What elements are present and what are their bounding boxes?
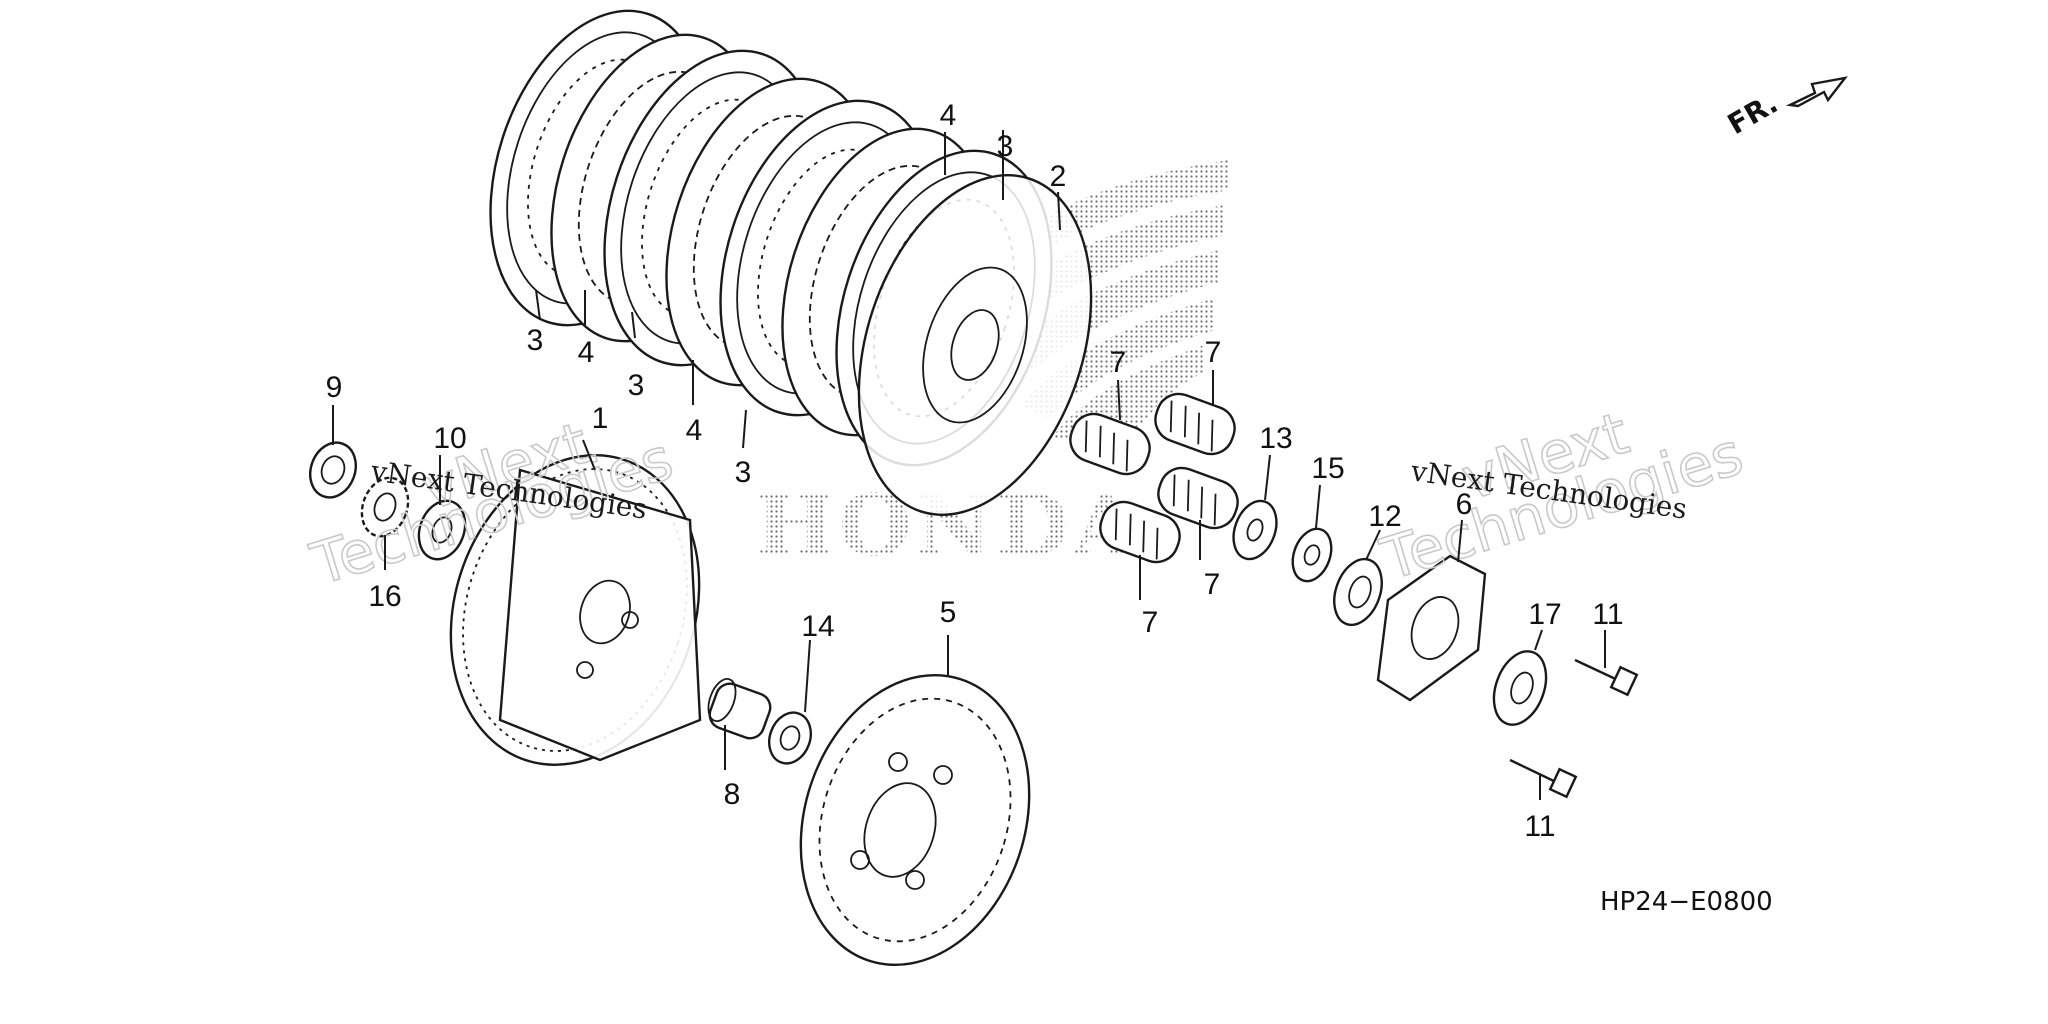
pressure-plate (799, 673, 1031, 967)
clutch-center (857, 174, 1093, 516)
callout-7-d: 7 (1142, 606, 1159, 639)
spline-washer-16 (360, 476, 410, 538)
washer-14 (768, 711, 812, 765)
callout-16: 16 (368, 580, 401, 613)
callout-4-b: 4 (686, 414, 703, 447)
callout-17: 17 (1528, 598, 1561, 631)
callout-10: 10 (433, 422, 466, 455)
bushing-9 (309, 441, 357, 499)
washer-15 (1291, 527, 1333, 583)
leader-lines (332, 130, 1606, 800)
bolt-11-lower (1509, 758, 1578, 799)
clutch-spring (1157, 466, 1239, 530)
front-direction-label: FR. (1722, 87, 1783, 142)
callout-6: 6 (1456, 488, 1473, 521)
clutch-spring (1154, 392, 1236, 456)
callout-7-b: 7 (1205, 336, 1222, 369)
callout-7-c: 7 (1204, 568, 1221, 601)
callout-5: 5 (940, 596, 957, 629)
callout-2: 2 (1050, 160, 1067, 193)
callout-14: 14 (801, 610, 834, 643)
callout-13: 13 (1259, 422, 1292, 455)
callout-3-d: 3 (997, 130, 1014, 163)
clutch-spring (1099, 500, 1181, 564)
callout-11-a: 11 (1592, 598, 1623, 631)
diagram-code: HP24−E0800 (1600, 887, 1773, 917)
thrust-washer-10 (417, 499, 467, 561)
front-direction-arrow: FR. (1722, 76, 1848, 142)
callout-8: 8 (724, 778, 741, 811)
callout-3-c: 3 (735, 456, 752, 489)
bearing-17 (1492, 650, 1548, 726)
lifter-cam-12 (1333, 557, 1383, 627)
callout-4-c: 4 (940, 99, 957, 132)
callouts: 1 2 3 3 3 3 4 4 4 5 6 7 7 7 7 8 9 10 11 … (326, 99, 1624, 843)
callout-3-b: 3 (628, 369, 645, 402)
callout-11-b: 11 (1524, 810, 1555, 843)
callout-15: 15 (1311, 452, 1344, 485)
callout-4-a: 4 (578, 336, 595, 369)
callout-1: 1 (592, 402, 609, 435)
collar-8 (707, 678, 772, 740)
washer-13 (1232, 499, 1278, 561)
callout-7-a: 7 (1110, 346, 1127, 379)
bolt-11-upper (1574, 658, 1639, 697)
lifter-plate-6 (1376, 554, 1487, 702)
callout-9: 9 (326, 371, 343, 404)
callout-3-a: 3 (527, 324, 544, 357)
callout-12: 12 (1368, 500, 1401, 533)
clutch-spring (1069, 412, 1151, 476)
clutch-outer-basket (449, 454, 702, 766)
